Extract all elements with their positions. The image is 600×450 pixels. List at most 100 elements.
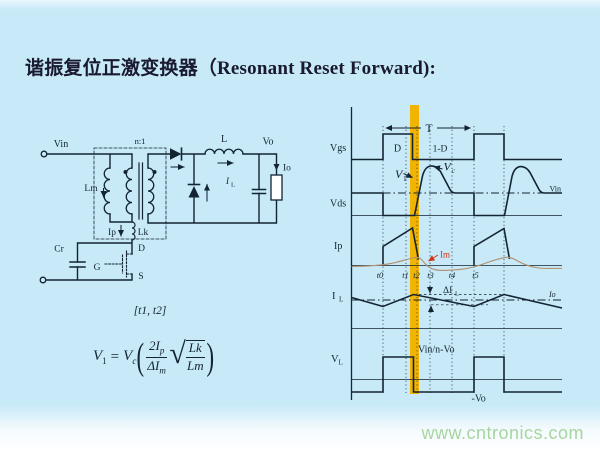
top-fade <box>0 0 600 10</box>
ip-trace <box>382 226 511 266</box>
vds-axis-label: Vds <box>330 199 346 210</box>
formula-rparen: ) <box>206 336 214 379</box>
formula-numerator: 2Ip <box>145 338 168 358</box>
vl-axis-label-sub: L <box>339 359 343 367</box>
watermark: www.cntronics.com <box>421 423 584 443</box>
transformer-dashed-box <box>93 147 167 240</box>
time-t1: t1 <box>402 270 409 280</box>
mosfet-symbol <box>104 250 133 278</box>
vc-annotation-sub: c <box>452 166 456 175</box>
freewheel-diode <box>187 183 201 198</box>
formula-vc-sub: c <box>132 356 137 367</box>
inductor-label: L <box>221 134 227 145</box>
lk-coil <box>131 221 136 241</box>
lk-label: Lk <box>138 228 149 238</box>
waveform-traces <box>351 133 563 393</box>
formula: V1 = Vc ( 2Ip ΔIm √ Lk Lm ) <box>92 336 214 379</box>
io-level-label: Io <box>548 290 556 299</box>
io-label: Io <box>283 164 291 174</box>
v1-annotation-sub: 1 <box>403 174 407 183</box>
page-title: 谐振复位正激变换器（Resonant Reset Forward): <box>25 58 437 79</box>
load-resistor <box>270 174 283 201</box>
vgs-trace <box>351 133 562 161</box>
formula-lparen: ( <box>136 336 145 379</box>
vgs-axis-label: Vgs <box>330 143 346 154</box>
il-axis-label: I <box>332 291 336 302</box>
vc-arrow <box>433 165 443 172</box>
duty-label: D <box>394 144 401 155</box>
waveform-frame <box>350 107 562 400</box>
il-label: I <box>225 176 230 186</box>
formula-v1: V <box>93 348 103 365</box>
ip-label: Ip <box>108 228 116 238</box>
im-label: Im <box>440 250 450 260</box>
formula-numerator-sub: p <box>159 345 165 356</box>
highlight-bar-t2 <box>410 105 419 394</box>
lm-label: Lm <box>84 184 98 194</box>
cr-capacitor-plates <box>69 261 86 268</box>
formula-v1-term: V1 <box>93 348 107 366</box>
lm-coil <box>103 167 111 215</box>
gate-label: G <box>94 263 101 273</box>
formula-sqrt: √ Lk Lm <box>169 337 206 374</box>
formula-vc-term: Vc <box>123 348 136 366</box>
formula-vc: V <box>123 348 133 365</box>
output-inductor-coil <box>204 148 244 155</box>
duty-off-label: 1-D <box>433 145 448 155</box>
waveform-labels: Vgs Vds Ip I L V L T D 1-D V 1 V c Vin I… <box>330 123 561 405</box>
circuit-diagram <box>39 147 283 284</box>
formula-equals: = <box>110 348 120 365</box>
secondary-coil <box>147 167 155 215</box>
time-t3: t3 <box>427 270 434 280</box>
radicand-numerator: Lk <box>188 340 202 356</box>
delta-il-label-sub: L <box>455 291 459 298</box>
il-axis-label-sub: L <box>339 296 343 304</box>
output-capacitor-plates <box>251 188 267 195</box>
im-arrow <box>428 254 439 262</box>
vl-trace <box>351 356 562 393</box>
il-label-sub: L <box>231 182 235 189</box>
vin-level-label: Vin <box>550 185 562 194</box>
rectifier-diode <box>170 147 183 161</box>
ip-axis-label: Ip <box>334 241 342 252</box>
vin-label: Vin <box>54 139 68 150</box>
il-trace <box>351 293 563 309</box>
time-t0: t0 <box>377 270 384 280</box>
formula-radicand: Lk Lm <box>185 340 205 374</box>
vo-label: Vo <box>263 137 274 148</box>
delta-il-label: ΔI <box>443 286 452 296</box>
time-t4: t4 <box>449 270 456 280</box>
formula-denominator-sub: m <box>159 365 166 376</box>
formula-v1-sub: 1 <box>102 356 107 367</box>
vc-annotation: V <box>444 160 453 174</box>
section-lines <box>351 215 562 380</box>
formula-denominator: ΔIm <box>147 358 165 376</box>
v1-arrow <box>403 172 413 178</box>
v1-annotation: V <box>395 167 404 181</box>
turns-ratio-label: n:1 <box>135 136 146 146</box>
formula-fraction: 2Ip ΔIm <box>145 338 168 376</box>
circuit-labels: Vin n:1 Lm Ip Lk D G S Cr L Vo Io I L [t… <box>54 134 291 317</box>
circuit-wires <box>45 153 278 281</box>
vin-terminal <box>40 150 48 158</box>
im-trace <box>351 256 563 271</box>
waveform-panel: Vgs Vds Ip I L V L T D 1-D V 1 V c Vin I… <box>330 105 563 405</box>
return-terminal <box>39 276 47 284</box>
interval-label: [t1, t2] <box>134 305 167 317</box>
bottom-fade <box>0 404 600 450</box>
vl-high-label: Vin/n-Vo <box>418 345 454 356</box>
formula-numerator-main: 2I <box>148 338 160 353</box>
period-label: T <box>425 123 432 135</box>
transformer-core <box>138 162 144 220</box>
source-label: S <box>138 272 143 282</box>
vl-low-label: -Vo <box>472 394 486 405</box>
primary-dot <box>123 170 128 174</box>
radicand-denominator: Lm <box>186 358 204 374</box>
primary-coil <box>125 167 133 215</box>
circuit-current-arrows <box>100 157 280 237</box>
sqrt-sign: √ <box>169 337 186 371</box>
delta-il-annotation <box>419 285 505 313</box>
secondary-dot <box>152 170 157 174</box>
time-t2: t2 <box>413 270 420 280</box>
